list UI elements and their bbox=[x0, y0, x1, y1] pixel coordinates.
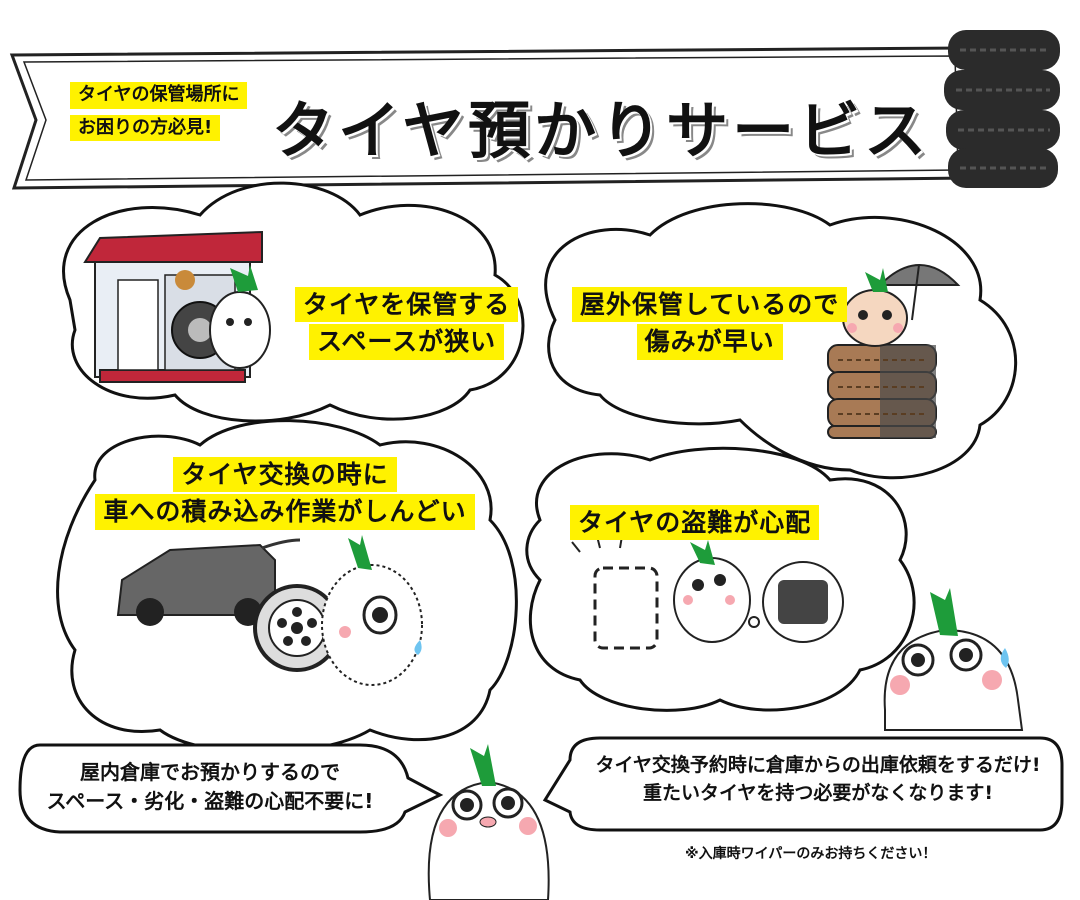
thought-bubble-tire bbox=[748, 561, 844, 643]
problem-loading-caption: タイヤ交換の時に 車への積み込み作業がしんどい bbox=[95, 455, 475, 532]
problem-theft-caption: タイヤの盗難が心配 bbox=[570, 503, 820, 542]
solution-right-text: タイヤ交換予約時に倉庫からの出庫依頼をするだけ! 重たいタイヤを持つ必要がなくな… bbox=[595, 754, 1041, 804]
speech-bubble-left bbox=[18, 743, 444, 834]
radish-character-icon bbox=[673, 540, 751, 643]
title-banner bbox=[9, 46, 972, 190]
problem-outdoor-caption: 屋外保管しているので 傷みが早い bbox=[572, 285, 848, 362]
banner-subtitle: タイヤの保管場所に お困りの方必見! bbox=[70, 82, 248, 141]
weathered-tires-illustration bbox=[827, 344, 937, 439]
solution-left-text: 屋内倉庫でお預かりするので スペース・劣化・盗難の心配不要に! bbox=[46, 760, 374, 813]
radish-character-icon bbox=[209, 265, 271, 369]
problem-storage-caption: タイヤを保管する スペースが狭い bbox=[295, 285, 519, 362]
page-title: タイヤ預かりサービス bbox=[272, 94, 931, 167]
radish-character-icon bbox=[321, 535, 423, 686]
wiper-note: ※入庫時ワイパーのみお持ちください！ bbox=[685, 846, 937, 862]
umbrella-icon bbox=[877, 264, 961, 321]
banner-sub-line2: お困りの方必見! bbox=[70, 114, 221, 141]
radish-mascot-center bbox=[427, 744, 550, 900]
banner-sub-line1: タイヤの保管場所に bbox=[70, 82, 248, 109]
radish-mascot-large bbox=[883, 588, 1024, 731]
speech-bubble-right bbox=[542, 736, 1064, 832]
tire-stack-icon bbox=[944, 30, 1060, 188]
